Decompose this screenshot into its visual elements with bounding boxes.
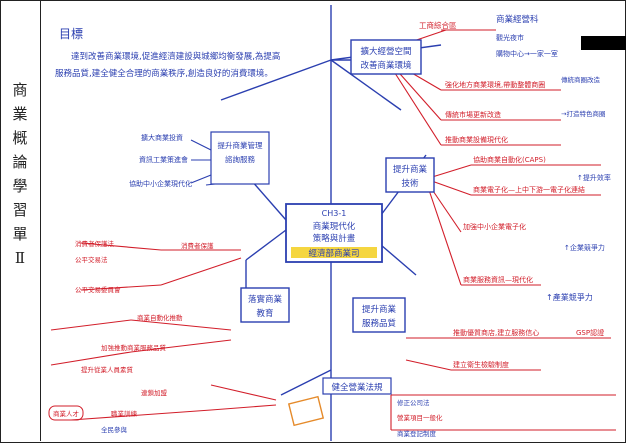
left-sub-3: 協助中小企業現代化: [129, 179, 192, 188]
env-sub-7: →打造特色商圈: [561, 109, 605, 118]
branch-env-line-2: 改善商業環境: [360, 60, 412, 71]
branch-quality-box: [352, 297, 406, 333]
mindmap-svg: 目標 達到改善商業環境,促進經濟建設與城鄉均衡發展,為提高 服務品質,建全健全合…: [48, 5, 616, 441]
tech-tag-2: ↑企業競爭力: [564, 243, 605, 252]
left-tag-outline: [48, 405, 84, 421]
branch-edu-line-1: 落實商業: [248, 294, 283, 305]
law-sub-3: 商業登記制度: [397, 429, 437, 438]
left-sub-10: 提升從業人員素質: [81, 365, 134, 374]
left-sub-6: 消費者保護: [181, 241, 214, 250]
sub-branch-lines: [50, 29, 616, 431]
branch-edu-line-2: 教育: [256, 308, 273, 319]
env-sub-6: 傳統商圈改造: [561, 75, 601, 84]
center-line-1: 商業現代化: [313, 221, 356, 232]
branch-advise-line-2: 諮詢服務: [225, 154, 255, 164]
env-sub-5: 購物中心→一家一室: [496, 49, 558, 58]
branch-advise-box: [210, 131, 270, 185]
title-char: 論: [12, 153, 28, 171]
redaction-bar: [581, 36, 626, 50]
left-sub-8: 商業自動化推動: [137, 313, 183, 322]
title-char: Ⅱ: [14, 249, 26, 267]
center-line-2: 策略與計畫: [313, 233, 356, 244]
quality-tag: GSP認證: [576, 328, 604, 337]
branch-edu-box: [240, 287, 290, 323]
branch-tech-line-1: 提升商業: [393, 164, 428, 175]
tech-sub-4: 商業服務資訊—現代化: [463, 275, 533, 284]
left-sub-2: 資訊工業策進會: [139, 155, 188, 164]
quality-sub-1: 推動優質商店,建立服務信心: [453, 328, 539, 337]
dept-label: 商業經營科: [496, 14, 539, 25]
left-sub-12: 職業訓練: [111, 409, 138, 418]
env-sub-8: 觀光夜市: [496, 33, 524, 42]
center-chapter: CH3-1: [322, 209, 347, 218]
worksheet-title: 商 業 概 論 學 習 單 Ⅱ: [0, 78, 40, 270]
env-sub-4: 推動商業設備現代化: [445, 135, 508, 144]
left-sub-4: 消費者保護法: [75, 239, 115, 248]
tech-sub-2: 商業電子化—上中下游一電子化連結: [473, 185, 585, 194]
quality-sub-2: 建立衛生檢驗制度: [453, 360, 509, 369]
branch-law-box: [322, 377, 392, 395]
tech-sub-1: 協助商業自動化(CAPS): [473, 155, 546, 164]
branch-law-label: 健全營業法規: [331, 382, 383, 393]
branch-quality-line-2: 服務品質: [362, 318, 397, 329]
title-char: 學: [12, 177, 28, 195]
left-sub-5: 公平交易法: [75, 255, 108, 264]
left-sub-13: 全民參與: [101, 425, 128, 434]
sidebar: 商 業 概 論 學 習 單 Ⅱ: [0, 0, 41, 441]
branch-advise-line-1: 提升商業管理: [218, 140, 263, 150]
goal-line-1: 達到改善商業環境,促進經濟建設與城鄉均衡發展,為提高: [71, 51, 280, 62]
tech-tag-1: ↑提升效率: [577, 173, 611, 182]
mindmap-sheet: 目標 達到改善商業環境,促進經濟建設與城鄉均衡發展,為提高 服務品質,建全健全合…: [41, 0, 626, 441]
center-highlight: [291, 247, 377, 258]
branch-env-line-1: 擴大經營空間: [360, 46, 411, 57]
tech-tag-3: ↑產業競爭力: [546, 292, 593, 302]
title-char: 習: [12, 201, 28, 219]
title-char: 概: [12, 129, 28, 147]
left-sub-1: 擴大商業投資: [141, 133, 183, 142]
branch-env-box: [350, 39, 422, 75]
left-tag: 商業人才: [53, 409, 80, 418]
env-sub-1: 工商綜合區: [419, 20, 457, 30]
title-char: 單: [12, 225, 28, 243]
center-line-3: 經濟部商業司: [308, 248, 359, 259]
goal-heading: 目標: [59, 27, 83, 41]
branch-tech-line-2: 技術: [401, 178, 419, 189]
env-sub-2: 強化地方商業環境,帶動整體商圈: [445, 80, 545, 89]
goal-line-2: 服務品質,建全健全合理的商業秩序,創造良好的消費環境。: [55, 68, 273, 79]
left-sub-9: 加強推動商業服務品質: [101, 343, 167, 352]
title-char: 業: [12, 105, 28, 123]
tech-sub-3: 加強中小企業電子化: [463, 222, 526, 231]
law-sub-1: 修正公司法: [397, 398, 430, 407]
branch-tech-box: [385, 157, 435, 193]
title-char: 商: [12, 81, 28, 99]
env-sub-3: 傳統市場更新改造: [445, 110, 501, 119]
branch-quality-line-1: 提升商業: [362, 304, 397, 315]
stamp-mark: [287, 395, 325, 427]
law-sub-2: 營業項目一般化: [397, 413, 443, 422]
left-sub-11: 連鎖加盟: [141, 388, 168, 397]
left-sub-7: 公平交易委員會: [75, 285, 121, 294]
